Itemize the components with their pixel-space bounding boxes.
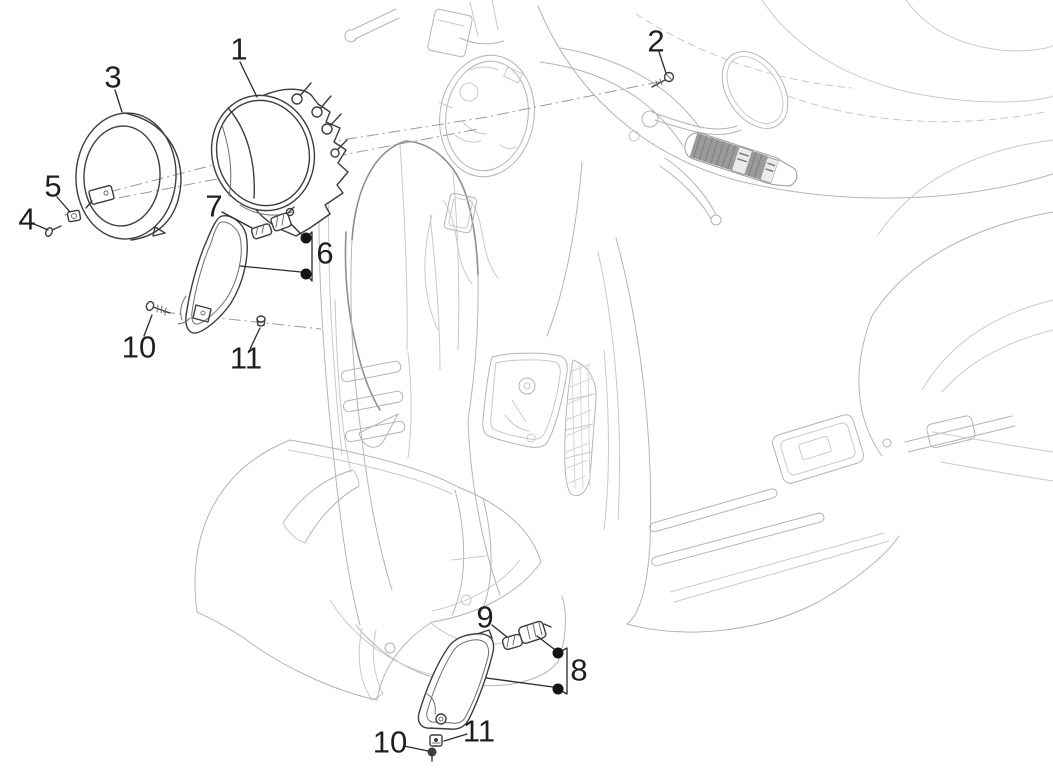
- callout-11-nut-lower: 11: [462, 713, 496, 749]
- part-upper-turn-signal-lens: [177, 215, 248, 334]
- handlebar-grip: [684, 132, 798, 187]
- part-5-nut: [64, 209, 82, 223]
- scooter-body-drawing: [194, 0, 1053, 701]
- part-lower-turn-signal-lens: [417, 629, 495, 730]
- part-10-screw-upper: [145, 300, 171, 316]
- leg-shield-vents: [334, 299, 412, 473]
- callout-8-fasteners: 8: [570, 652, 588, 688]
- callout-2-screw: 2: [647, 23, 665, 59]
- part-8-fastener-markers: [485, 635, 568, 695]
- callout-leader-lines: [33, 51, 667, 752]
- part-10-screw-lower: [427, 747, 437, 762]
- callout-5-nut: 5: [44, 168, 62, 204]
- callout-10-screw-lower: 10: [372, 724, 408, 760]
- front-fender: [194, 413, 542, 701]
- callout-9-bulb: 9: [476, 599, 494, 635]
- headlamp-bolts: [291, 82, 348, 158]
- callout-10-screw-upper: 10: [121, 329, 157, 365]
- mirror: [651, 51, 789, 135]
- part-3-headlamp-rim: [75, 112, 182, 241]
- horn-grille: [564, 359, 597, 497]
- part-1-headlamp-unit: [210, 82, 349, 237]
- part-4-screw: [44, 225, 62, 237]
- part-7-bulb: [250, 206, 295, 240]
- callout-11-nut-upper: 11: [229, 340, 263, 376]
- part-2-screw: [651, 71, 675, 88]
- part-6-fastener-markers: [239, 223, 313, 282]
- part-9-bulb: [501, 620, 552, 651]
- headset-lamp-opening: [438, 54, 535, 178]
- callout-1-headlamp: 1: [230, 31, 248, 67]
- callout-4-screw: 4: [18, 201, 36, 237]
- callout-6-fasteners: 6: [316, 235, 334, 271]
- alignment-axis-lines: [96, 79, 669, 330]
- part-11-nut-upper: [256, 315, 266, 327]
- callout-7-bulb: 7: [205, 188, 223, 224]
- part-11-nut-lower: [429, 734, 443, 747]
- callout-3-rim: 3: [104, 59, 122, 95]
